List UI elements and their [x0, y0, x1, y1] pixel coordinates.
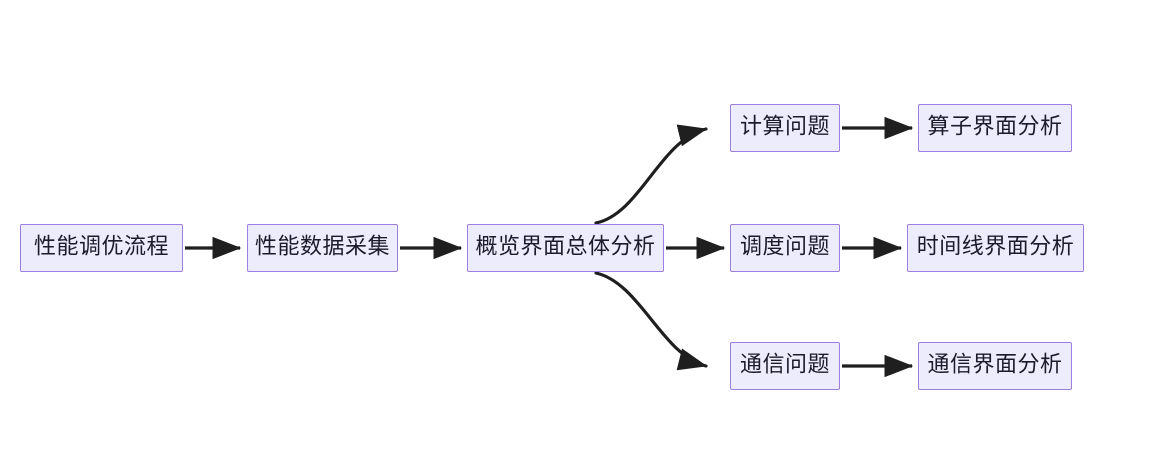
node-communication-problem[interactable]: 通信问题 — [730, 342, 840, 390]
node-label: 通信界面分析 — [927, 352, 1063, 378]
node-label: 计算问题 — [739, 114, 830, 140]
node-performance-data-collection[interactable]: 性能数据采集 — [247, 224, 398, 272]
node-communication-view-analysis[interactable]: 通信界面分析 — [918, 342, 1072, 390]
edge-n3-n4 — [594, 124, 708, 225]
node-label: 概览界面总体分析 — [475, 234, 656, 260]
node-scheduling-problem[interactable]: 调度问题 — [730, 224, 840, 272]
node-operator-view-analysis[interactable]: 算子界面分析 — [918, 104, 1072, 152]
node-label: 调度问题 — [739, 234, 830, 260]
node-performance-tuning-flow[interactable]: 性能调优流程 — [20, 224, 183, 272]
node-label: 通信问题 — [739, 352, 830, 378]
edge-n3-n6 — [594, 271, 708, 371]
node-label: 时间线界面分析 — [916, 234, 1075, 260]
node-label: 算子界面分析 — [927, 114, 1063, 140]
node-label: 性能数据采集 — [254, 234, 390, 260]
node-label: 性能调优流程 — [33, 234, 169, 260]
node-overview-analysis[interactable]: 概览界面总体分析 — [467, 224, 664, 272]
node-timeline-view-analysis[interactable]: 时间线界面分析 — [907, 224, 1084, 272]
node-compute-problem[interactable]: 计算问题 — [730, 104, 840, 152]
